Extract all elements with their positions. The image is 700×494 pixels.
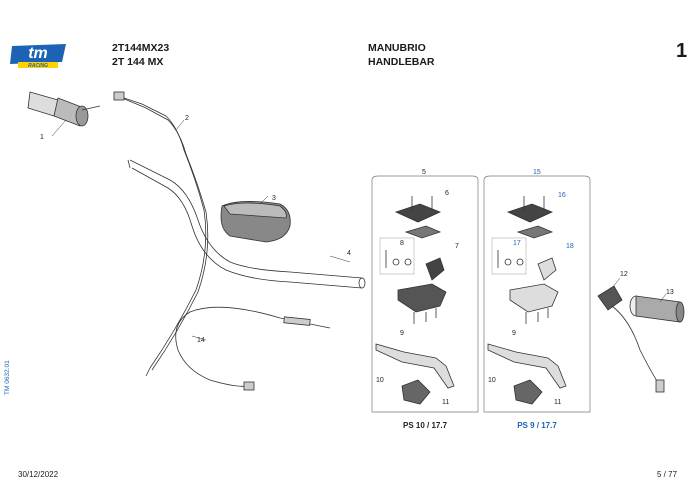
callout-17: 17 xyxy=(513,240,521,247)
callout-14: 14 xyxy=(197,337,205,344)
callout-10-right: 10 xyxy=(488,377,496,384)
callout-16: 16 xyxy=(558,192,566,199)
throttle-cable-drawing xyxy=(113,91,209,377)
document-code: TM 0632.01 xyxy=(4,360,11,395)
callout-2: 2 xyxy=(185,115,189,122)
throttle-grip-drawing xyxy=(27,91,101,137)
callout-9-left: 9 xyxy=(400,330,404,337)
handlebar-drawing xyxy=(127,159,366,289)
callout-10-left: 10 xyxy=(376,377,384,384)
svg-text:tm: tm xyxy=(28,45,48,62)
brake-master-left-drawing xyxy=(375,196,455,405)
callout-13: 13 xyxy=(666,289,674,296)
callout-8: 8 xyxy=(400,240,404,247)
title-english: HANDLEBAR xyxy=(368,56,435,68)
svg-text:RACING: RACING xyxy=(28,63,48,69)
callout-6: 6 xyxy=(445,190,449,197)
brake-master-right-drawing xyxy=(487,196,567,405)
title-italian: MANUBRIO xyxy=(368,42,426,54)
callout-12: 12 xyxy=(620,271,628,278)
handlebar-pad-drawing xyxy=(220,195,291,243)
callout-9-right: 9 xyxy=(512,330,516,337)
footer-date: 30/12/2022 xyxy=(18,470,59,479)
callout-3: 3 xyxy=(272,195,276,202)
model-name: 2T 144 MX xyxy=(112,56,164,68)
callout-11-right: 11 xyxy=(554,399,561,406)
callout-4: 4 xyxy=(347,250,351,257)
callout-1: 1 xyxy=(40,134,44,141)
group-label-right: PS 9 / 17.7 xyxy=(517,421,557,430)
page-number: 1 xyxy=(676,40,688,62)
brand-logo: tm RACING xyxy=(8,40,70,70)
footer-page: 5 / 77 xyxy=(657,470,678,479)
callout-11-left: 11 xyxy=(442,399,449,406)
group-label-left: PS 10 / 17.7 xyxy=(403,421,448,430)
switch-and-grip-drawing xyxy=(597,277,685,393)
model-code: 2T144MX23 xyxy=(112,42,170,54)
callout-5: 5 xyxy=(422,169,426,176)
clutch-cable-drawing xyxy=(175,306,331,391)
callout-18: 18 xyxy=(566,243,574,250)
callout-15: 15 xyxy=(533,169,541,176)
callout-7: 7 xyxy=(455,243,459,250)
